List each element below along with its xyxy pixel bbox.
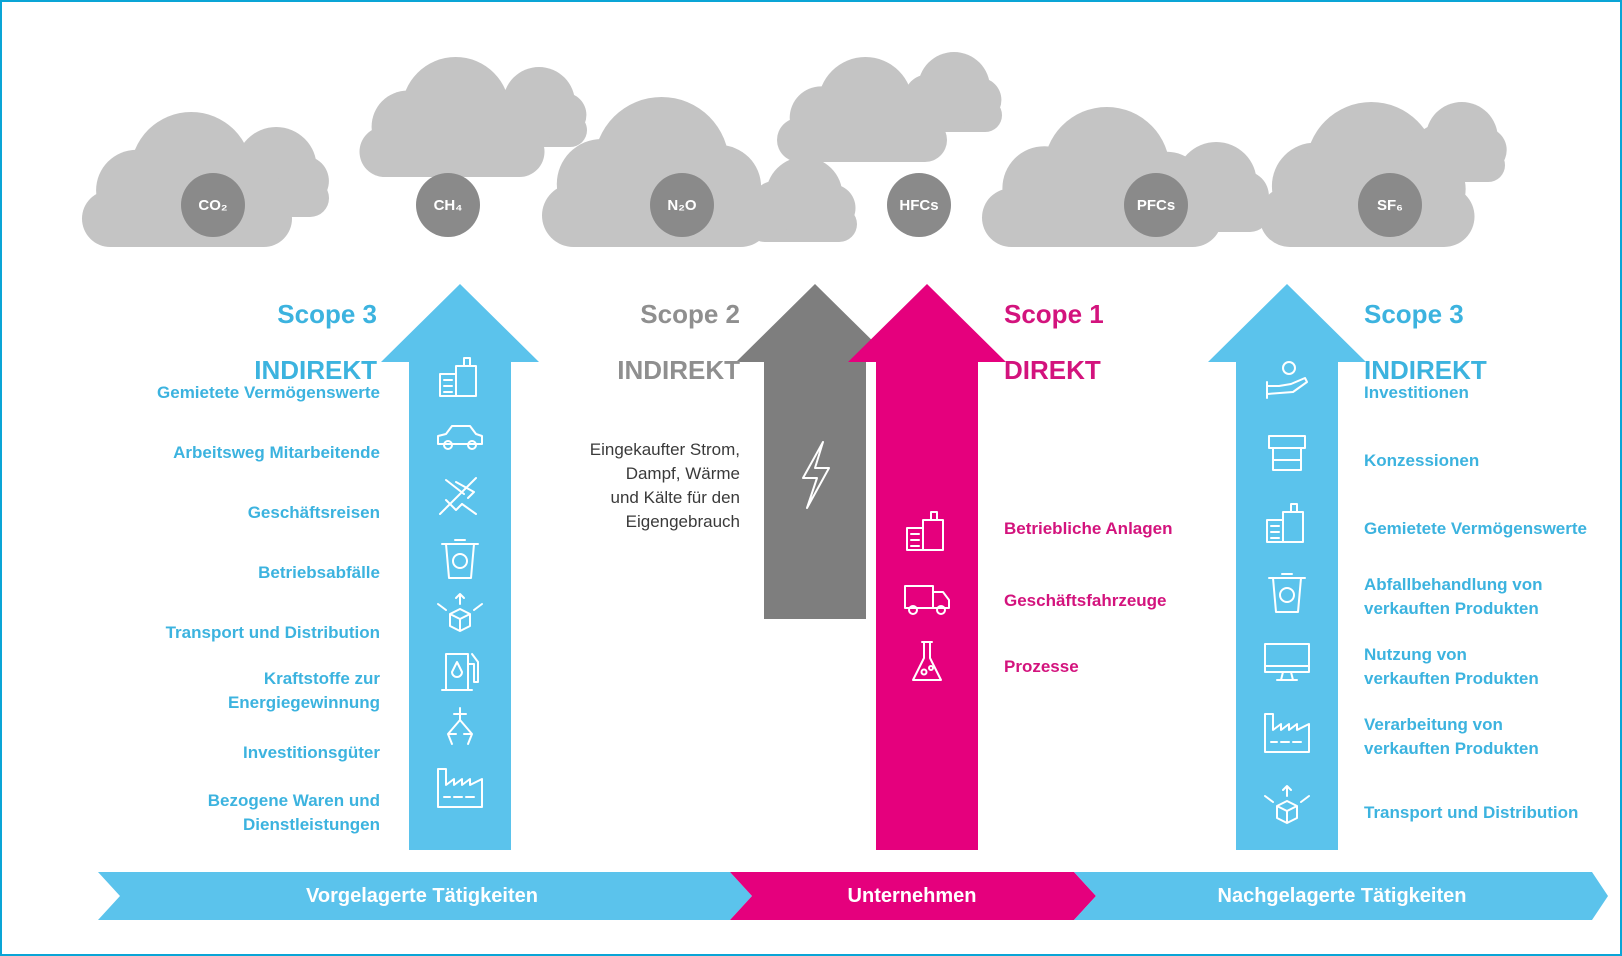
upstream-item-label: Gemietete Vermögenswerte [157, 383, 380, 402]
scope3-upstream-title: Scope 3 [277, 299, 377, 329]
downstream-item-label: Nutzung von verkauften Produkten [1364, 645, 1539, 688]
upstream-item-label: Betriebsabfälle [258, 563, 380, 582]
gas-label: CO₂ [198, 197, 227, 214]
flask-icon [912, 641, 942, 681]
scope1-kind: DIREKT [1004, 355, 1101, 385]
robot-arm-icon [447, 707, 473, 745]
factory-icon [437, 768, 483, 808]
scope3-downstream-arrow [1208, 284, 1366, 850]
icons-layer [437, 357, 1310, 824]
downstream-item-label: Abfallbehandlung von verkauften Produkte… [1364, 575, 1543, 618]
car-icon [437, 425, 483, 450]
building-icon [439, 357, 477, 397]
upstream-item-label: Transport und Distribution [165, 623, 380, 642]
downstream-item-label: Verarbeitung von verkauften Produkten [1364, 715, 1539, 758]
downstream-item-label: Gemietete Vermögenswerte [1364, 519, 1587, 538]
recycle-bin-icon [441, 539, 479, 579]
scope2-heading: Scope 2 INDIREKT [542, 274, 740, 410]
scope1-item-label: Prozesse [1004, 657, 1079, 676]
scope3-downstream-title: Scope 3 [1364, 299, 1464, 329]
upstream-item-label: Investitionsgüter [243, 743, 380, 762]
scope1-title: Scope 1 [1004, 299, 1104, 329]
scope3-upstream-kind: INDIREKT [254, 355, 377, 385]
scope2-description: Eingekaufter Strom, Dampf, Wärme und Käl… [589, 440, 740, 531]
arrows-layer [381, 284, 1366, 850]
clouds-layer: CO₂ CH₄ N₂O HFCs PFCs SF₆ [82, 52, 1507, 247]
band-upstream [98, 872, 752, 920]
hand-coin-icon [1266, 361, 1308, 399]
building-icon [906, 511, 944, 551]
scope1-heading: Scope 1 DIREKT [1004, 274, 1204, 410]
gas-bubble: SF₆ [1358, 173, 1422, 237]
scope2-title: Scope 2 [640, 299, 740, 329]
airplane-icon [439, 477, 477, 515]
cloud [777, 57, 947, 162]
band-downstream [1074, 872, 1608, 920]
scope1-item-label: Geschäftsfahrzeuge [1004, 591, 1167, 610]
scope1-arrow [848, 284, 1006, 850]
factory-icon [1264, 713, 1310, 753]
upstream-item-label: Geschäftsreisen [247, 503, 380, 522]
gas-bubble: CH₄ [416, 173, 480, 237]
bands-layer [98, 872, 1608, 920]
fuel-pump-icon [441, 653, 479, 691]
lightning-icon [802, 441, 830, 509]
band-label-company: Unternehmen [847, 885, 977, 907]
monitor-icon [1264, 643, 1310, 681]
scope3-upstream-heading: Scope 3 INDIREKT [172, 274, 377, 410]
gas-label: SF₆ [1377, 197, 1403, 214]
gas-label: N₂O [667, 197, 696, 214]
scope3-downstream-kind: INDIREKT [1364, 355, 1487, 385]
package-arrows-icon [437, 593, 483, 632]
cloud [359, 57, 545, 177]
band-label-upstream: Vorgelagerte Tätigkeiten [306, 885, 538, 907]
upstream-item-label: Bezogene Waren und Dienstleistungen [207, 791, 380, 834]
cloud [982, 107, 1222, 247]
gas-label: HFCs [899, 197, 938, 214]
gas-label: CH₄ [434, 197, 463, 214]
scope2-arrow [736, 284, 894, 619]
downstream-item-label: Investitionen [1364, 383, 1469, 402]
gas-bubble: PFCs [1124, 173, 1188, 237]
gas-bubble: HFCs [887, 173, 951, 237]
band-company [730, 872, 1096, 920]
upstream-item-label: Kraftstoffe zur Energiegewinnung [227, 669, 380, 712]
scope3-downstream-heading: Scope 3 INDIREKT [1364, 274, 1564, 410]
downstream-item-label: Konzessionen [1364, 451, 1480, 470]
gas-bubble: CO₂ [181, 173, 245, 237]
upstream-item-label: Arbeitsweg Mitarbeitende [173, 443, 380, 462]
package-arrows-icon [1264, 785, 1310, 824]
gas-label: PFCs [1137, 197, 1175, 214]
gas-bubble: N₂O [650, 173, 714, 237]
scope1-item-label: Betriebliche Anlagen [1004, 519, 1173, 538]
recycle-bin-icon [1268, 573, 1306, 613]
downstream-item-label: Transport und Distribution [1364, 803, 1579, 822]
truck-icon [904, 585, 950, 615]
scope2-kind: INDIREKT [617, 355, 740, 385]
storefront-icon [1268, 435, 1306, 471]
building-icon [1266, 503, 1304, 543]
band-label-downstream: Nachgelagerte Tätigkeiten [1217, 885, 1467, 907]
